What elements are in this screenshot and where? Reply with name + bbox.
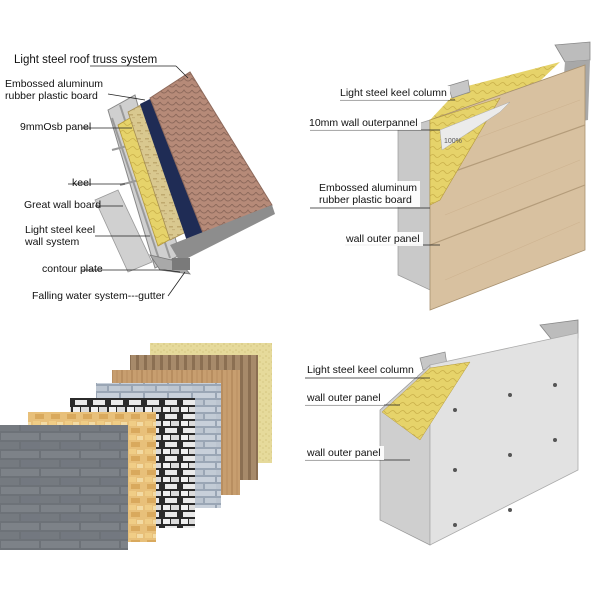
label-embossed-board-a: Embossed aluminum rubber plastic board — [316, 181, 420, 207]
label-gutter-system: Falling water system---gutter — [32, 290, 165, 302]
wall-section-a-drawing — [310, 42, 590, 310]
label-10mm-outer-panel: 10mm wall outerpannel — [306, 116, 421, 130]
label-outer-panel-b2: wall outer panel — [304, 446, 384, 460]
label-keel-wall-system: Light steel keel wall system — [25, 224, 95, 248]
label-osb-panel: 9mmOsb panel — [20, 121, 91, 133]
label-embossed-board: Embossed aluminum rubber plastic board — [5, 78, 103, 102]
label-keel-column-a: Light steel keel column — [337, 86, 450, 100]
label-roof-truss-system: Light steel roof truss system — [14, 54, 157, 66]
wall-section-b-drawing — [305, 320, 578, 545]
label-contour-plate: contour plate — [42, 263, 103, 275]
label-outer-panel-a: wall outer panel — [343, 232, 423, 246]
percent-marking: 100% — [444, 138, 462, 145]
label-great-wall-board: Great wall board — [24, 199, 101, 211]
label-keel-column-b: Light steel keel column — [304, 363, 417, 377]
panel-samples-drawing — [0, 343, 272, 550]
label-keel: keel — [72, 177, 91, 189]
label-outer-panel-b1: wall outer panel — [304, 391, 384, 405]
